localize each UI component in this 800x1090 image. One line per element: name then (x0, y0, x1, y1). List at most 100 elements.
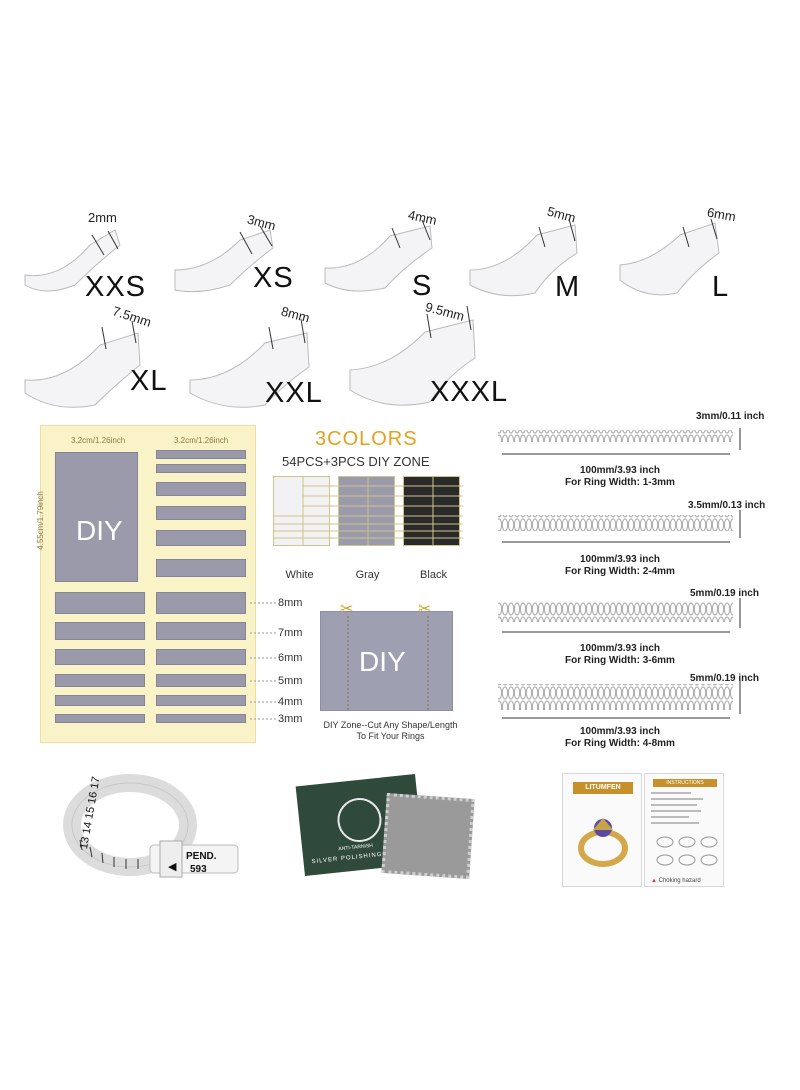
arrow-left-icon: ◀ (168, 861, 177, 873)
sticker-strip (156, 695, 246, 706)
swatch-label: Gray (355, 569, 380, 581)
sticker-strip (55, 674, 145, 687)
sizer-xs: 3mm XS (170, 210, 320, 310)
sizer-shape (324, 219, 433, 292)
spiral-length: 100mm/3.93 inch (579, 726, 661, 737)
mm-mark: 3mm (278, 713, 303, 725)
swatch-strip-lines (273, 476, 463, 546)
hazard-text: Choking hazard (658, 878, 701, 884)
mm-leader-lines (250, 602, 277, 720)
mm-mark: 6mm (278, 652, 303, 664)
sizer-shape (174, 225, 274, 293)
diy-zone-label: DIY (359, 646, 406, 677)
sizer-size-label: L (712, 271, 730, 303)
sizer-xxxl: 9.5mm XXXL (345, 299, 515, 408)
spiral-caption: 100mm/3.93 inch For Ring Width: 3-6mm (520, 643, 720, 667)
sizer-size-label: S (412, 270, 433, 302)
sticker-strip (55, 649, 145, 665)
spiral-width: For Ring Width: 2-4mm (565, 566, 675, 577)
sizer-xl: 7.5mm XL (20, 303, 180, 408)
spiral-length: 100mm/3.93 inch (579, 465, 661, 476)
mm-mark: 4mm (278, 696, 303, 708)
sticker-strip (55, 592, 145, 614)
leaflet-instructions: INSTRUCTIONS ▲ Choking hazard (644, 773, 724, 887)
sizer-shape (189, 318, 310, 408)
ring-sizer-code: 593 (190, 864, 207, 875)
spiral-caption: 100mm/3.93 inch For Ring Width: 4-8mm (520, 726, 720, 750)
sticker-sheet: 3.2cm/1.26inch 3.2cm/1.26inch 4.55cm/1.7… (36, 425, 256, 743)
warning-icon: ▲ (651, 878, 657, 884)
sticker-strip (156, 622, 246, 640)
diy-label: DIY (76, 515, 123, 546)
spiral-length: 100mm/3.93 inch (579, 554, 661, 565)
sizer-shape (24, 229, 121, 292)
sticker-strip (156, 530, 246, 546)
sizer-size-label: XXXL (430, 376, 509, 408)
sizer-xxl: 8mm XXL (185, 304, 345, 409)
ring-sizer-pend: PEND. (186, 851, 217, 862)
sizer-l: 6mm L (615, 205, 765, 305)
svg-text:✂: ✂ (340, 599, 353, 618)
sizer-shape (349, 305, 476, 406)
spiral-dim: 3.5mm/0.13 inch (688, 500, 766, 511)
svg-text:✂: ✂ (418, 599, 431, 618)
spiral-width: For Ring Width: 4-8mm (565, 738, 675, 749)
sizer-shape (469, 218, 578, 297)
spiral-dim: 5mm/0.19 inch (690, 673, 759, 684)
spiral-coil (498, 430, 733, 442)
diy-caption-line: To Fit Your Rings (356, 731, 425, 741)
sizer-size-label: M (555, 271, 581, 303)
sticker-strip (156, 649, 246, 665)
sticker-strip (156, 674, 246, 687)
spiral-caption: 100mm/3.93 inch For Ring Width: 1-3mm (520, 465, 720, 489)
swatch-white (273, 476, 330, 546)
sizer-size-label: XL (130, 365, 168, 397)
diy-zone: DIY (320, 611, 453, 711)
cloth-anti-text: ANTI-TARNISH (338, 842, 374, 853)
sizer-shape (24, 320, 141, 408)
sizer-m: 5mm M (465, 204, 615, 305)
sticker-strip (156, 450, 246, 459)
cloth-emblem (335, 795, 384, 845)
sizer-xxs: 2mm XXS (20, 205, 170, 305)
swatch-label: White (285, 569, 314, 581)
diy-caption-line: DIY Zone--Cut Any Shape/Length (323, 720, 458, 730)
hazard-warning: ▲ Choking hazard (651, 878, 701, 884)
sizer-size-label: XS (253, 262, 294, 294)
leaflet-front: LITUMFEN (562, 773, 642, 887)
sticker-strip (156, 506, 246, 520)
mm-mark: 8mm (278, 597, 303, 609)
width-label: 3.2cm/1.26inch (71, 436, 126, 445)
sticker-strip (55, 622, 145, 640)
sticker-strip (156, 464, 246, 473)
sticker-strip (156, 714, 246, 723)
polishing-cloth (381, 793, 475, 879)
spiral-caption: 100mm/3.93 inch For Ring Width: 2-4mm (520, 554, 720, 578)
diy-sticker: DIY (55, 452, 138, 582)
mm-mark: 5mm (278, 675, 303, 687)
sizer-mm-label: 2mm (88, 210, 117, 225)
spiral-coil (498, 515, 733, 531)
spiral-dim: 5mm/0.19 inch (690, 588, 759, 599)
sizer-shape (619, 218, 720, 296)
sticker-strip (156, 559, 246, 577)
spiral-dim: 3mm/0.11 inch (696, 411, 765, 422)
ring-sizer-tool (63, 774, 239, 878)
sizer-size-label: XXS (85, 271, 147, 303)
height-label: 4.55cm/1.79inch (35, 491, 45, 550)
mm-mark: 7mm (278, 627, 303, 639)
spiral-width: For Ring Width: 1-3mm (565, 477, 675, 488)
width-label: 3.2cm/1.26inch (174, 436, 229, 445)
swatch-black (403, 476, 460, 546)
sticker-strip (55, 695, 145, 706)
diy-caption: DIY Zone--Cut Any Shape/Length To Fit Yo… (318, 720, 463, 742)
sticker-strip (156, 482, 246, 496)
sticker-strip (156, 592, 246, 614)
scissors-icon: ✂ ✂ (340, 599, 431, 711)
swatch-gray (338, 476, 395, 546)
colors-title: 3COLORS (315, 428, 418, 450)
spiral-width: For Ring Width: 3-6mm (565, 655, 675, 666)
spiral-length: 100mm/3.93 inch (579, 643, 661, 654)
sizer-s: 4mm S (320, 207, 470, 308)
sizer-size-label: XXL (265, 377, 323, 409)
